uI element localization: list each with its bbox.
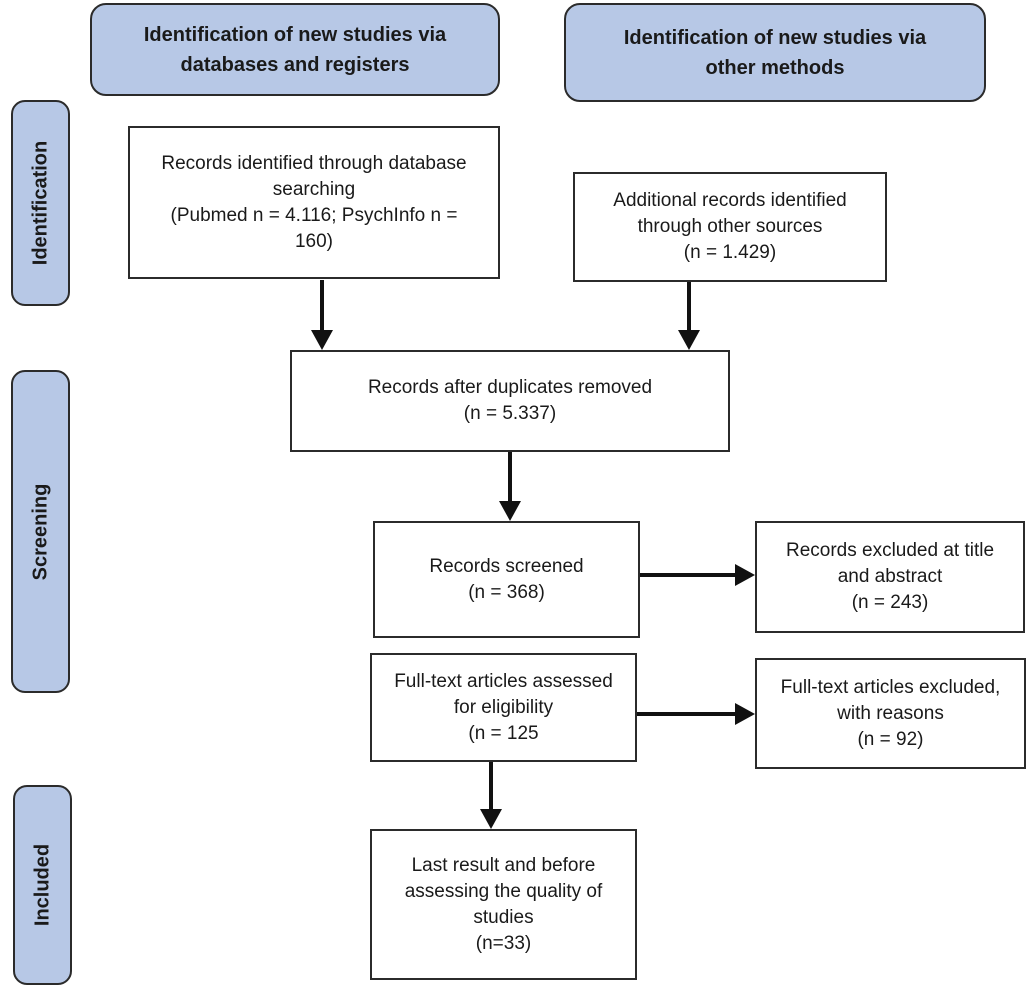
text-line: 160)	[294, 230, 334, 252]
box-excluded-title-abstract: Records excluded at title and abstract (…	[755, 521, 1025, 633]
header-databases: Identification of new studies via databa…	[90, 3, 500, 96]
arrowhead-icon	[311, 330, 333, 350]
box-database-records: Records identified through database sear…	[128, 126, 500, 279]
text-line: (n = 243)	[851, 592, 929, 613]
text-line: (n = 5.337)	[463, 403, 557, 424]
text-line: Records excluded at title	[785, 540, 995, 561]
text-line: (n = 1.429)	[683, 242, 777, 263]
text-line: Full-text articles assessed	[394, 670, 613, 692]
arrowhead-icon	[499, 501, 521, 521]
text-line: Records after duplicates removed	[367, 377, 653, 398]
text-line: (n = 368)	[468, 581, 545, 603]
text-line: for eligibility	[453, 696, 554, 718]
arrowhead-icon	[735, 564, 755, 586]
text-line: (n = 125	[468, 722, 539, 744]
text-line: studies	[473, 906, 534, 928]
arrowhead-icon	[480, 809, 502, 829]
header-databases-line1: Identification of new studies via	[143, 23, 447, 46]
text-line: assessing the quality of	[404, 880, 603, 902]
phase-included: Included	[13, 785, 72, 985]
text-line: (n = 92)	[857, 728, 924, 750]
phase-identification: Identification	[11, 100, 70, 306]
text-line: (Pubmed n = 4.116; PsychInfo n =	[170, 204, 458, 226]
text-line: searching	[272, 178, 356, 200]
text-line: (n=33)	[475, 932, 532, 954]
header-other-methods: Identification of new studies via other …	[564, 3, 986, 102]
text-line: Last result and before	[411, 854, 596, 876]
text-line: with reasons	[837, 702, 944, 724]
header-other-line2: other methods	[705, 56, 845, 79]
box-after-duplicates: Records after duplicates removed (n = 5.…	[290, 350, 730, 452]
arrowhead-icon	[735, 703, 755, 725]
header-other-line1: Identification of new studies via	[623, 26, 927, 49]
text-line: Additional records identified	[613, 190, 847, 211]
text-line: Full-text articles excluded,	[780, 676, 1001, 698]
box-other-records: Additional records identified through ot…	[573, 172, 887, 282]
phase-screening: Screening	[11, 370, 70, 693]
text-line: Records screened	[429, 555, 584, 577]
header-databases-line2: databases and registers	[180, 53, 410, 76]
box-included-final: Last result and before assessing the qua…	[370, 829, 637, 980]
box-fulltext-excluded: Full-text articles excluded, with reason…	[755, 658, 1026, 769]
box-records-screened: Records screened (n = 368)	[373, 521, 640, 638]
box-fulltext-assessed: Full-text articles assessed for eligibil…	[370, 653, 637, 762]
text-line: and abstract	[837, 566, 943, 587]
text-line: Records identified through database	[161, 152, 467, 174]
arrowhead-icon	[678, 330, 700, 350]
text-line: through other sources	[637, 216, 823, 237]
